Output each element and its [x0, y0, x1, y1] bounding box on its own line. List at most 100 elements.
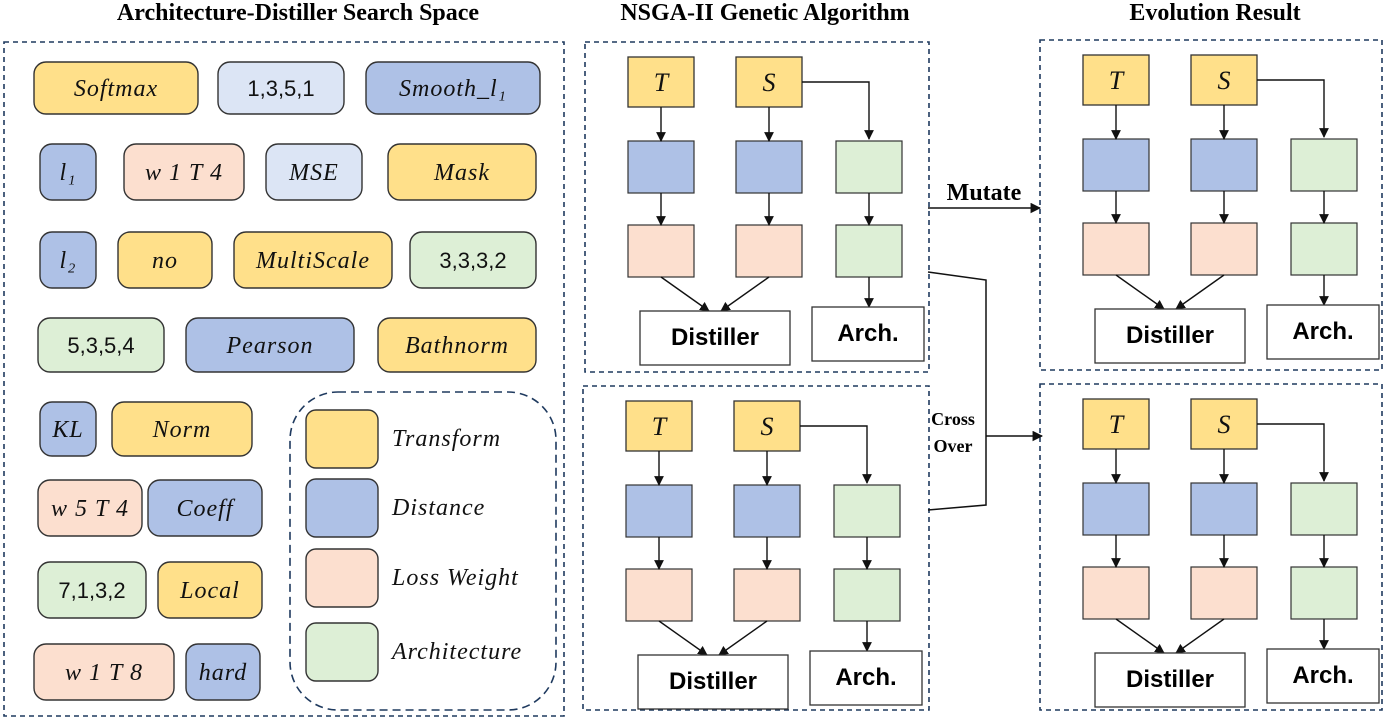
flow-arrow: [1257, 79, 1329, 138]
search-chip: hard: [185, 643, 261, 701]
cross-over-connector-upper: [927, 271, 987, 436]
search-chip: w 1 T 8: [33, 643, 175, 701]
teacher-node-label: T: [654, 68, 670, 97]
legend-item: Distance: [305, 478, 484, 538]
distiller-box: [1094, 652, 1246, 708]
search-chip-label: MSE: [288, 160, 339, 186]
search-chip-box: [265, 143, 363, 201]
arch-label: Arch.: [835, 664, 896, 691]
mutate-label: Mutate: [947, 180, 1022, 206]
search-chip-label: w 5 T 4: [51, 496, 129, 522]
pipeline-block: [1082, 138, 1150, 192]
search-chip-label: hard: [199, 660, 247, 686]
search-chip-box: [217, 61, 345, 115]
search-chip: Softmax: [33, 61, 199, 115]
search-chip: Local: [157, 561, 263, 619]
distiller-label: Distiller: [1126, 322, 1214, 349]
search-chip-label: w 1 T 4: [145, 160, 223, 186]
search-chip-label: Norm: [152, 417, 212, 443]
search-chip-box: [37, 317, 165, 373]
legend-swatch: [305, 548, 379, 608]
search-space-panel: [3, 41, 565, 717]
search-chip-box: [123, 143, 245, 201]
pipeline-block: [835, 224, 903, 278]
search-chip-box: [117, 231, 213, 289]
flow-arrow: [802, 81, 874, 140]
student-node: [733, 400, 801, 452]
pipeline-panel: T S Distiller Arch.: [1039, 39, 1383, 371]
legend-label: Loss Weight: [391, 565, 519, 591]
pipeline-panel-frame: [1039, 383, 1383, 711]
search-chip: 3,3,3,2: [409, 231, 537, 289]
legend-label: Architecture: [390, 639, 522, 665]
arch-box: [1266, 304, 1380, 360]
search-chip: Norm: [111, 401, 253, 457]
pipeline-block: [733, 484, 801, 538]
search-chip-label: KL: [51, 417, 83, 443]
pipeline-block: [833, 484, 901, 538]
arch-label: Arch.: [837, 320, 898, 347]
legend-item: Loss Weight: [305, 548, 519, 608]
search-chip: KL: [39, 401, 97, 457]
pipeline-block: [625, 568, 693, 622]
search-chip-label: Pearson: [226, 333, 314, 359]
flow-arrow: [1115, 618, 1165, 654]
search-chip-box: [111, 401, 253, 457]
flow-arrow: [660, 276, 710, 312]
distiller-label: Distiller: [1126, 666, 1214, 693]
search-chip: 5,3,5,4: [37, 317, 165, 373]
pipeline-block: [1082, 482, 1150, 536]
arch-label: Arch.: [1292, 318, 1353, 345]
distiller-box: [1094, 308, 1246, 364]
pipeline-block: [1290, 566, 1358, 620]
legend-item: Transform: [305, 409, 500, 469]
student-node-label: S: [763, 68, 776, 97]
search-chip-label: Smooth_l₁: [399, 76, 507, 102]
nsga-title: NSGA-II Genetic Algorithm: [620, 0, 909, 26]
arch-box: [811, 306, 925, 362]
teacher-node-label: T: [1109, 66, 1125, 95]
search-chip-box: [39, 143, 97, 201]
student-node-label: S: [1218, 66, 1231, 95]
search-chip-box: [39, 231, 97, 289]
pipeline-block: [627, 224, 695, 278]
cross-label: Cross: [931, 409, 975, 429]
legend-panel: [289, 391, 557, 711]
teacher-node-label: T: [652, 412, 668, 441]
search-space-title: Architecture-Distiller Search Space: [117, 0, 479, 26]
distiller-box: [637, 654, 789, 710]
pipeline-block: [1082, 222, 1150, 276]
cross-over-connector-lower: [927, 436, 987, 511]
teacher-node-label: T: [1109, 410, 1125, 439]
search-chip-label: Softmax: [74, 76, 158, 102]
search-chip-label: 3,3,3,2: [439, 248, 506, 273]
pipeline-block: [1190, 138, 1258, 192]
search-chip-label: w 1 T 8: [65, 660, 143, 686]
pipeline-block: [1190, 222, 1258, 276]
pipeline-block: [1290, 222, 1358, 276]
pipeline-block: [1190, 482, 1258, 536]
legend-swatch: [305, 409, 379, 469]
search-chip-label: Coeff: [177, 496, 236, 522]
pipeline-block: [1082, 566, 1150, 620]
flow-arrow: [658, 620, 708, 656]
search-chip: MultiScale: [233, 231, 393, 289]
search-chip-label: Local: [179, 578, 240, 604]
pipeline-block: [735, 140, 803, 194]
distiller-label: Distiller: [669, 668, 757, 695]
student-node: [735, 56, 803, 108]
search-chip: l₂: [39, 231, 97, 289]
teacher-node: [627, 56, 695, 108]
search-chip: Smooth_l₁: [365, 61, 541, 115]
pipeline-block: [835, 140, 903, 194]
arch-box: [1266, 648, 1380, 704]
search-chip-box: [33, 643, 175, 701]
student-node-label: S: [1218, 410, 1231, 439]
pipeline-panel-frame: [584, 41, 930, 373]
